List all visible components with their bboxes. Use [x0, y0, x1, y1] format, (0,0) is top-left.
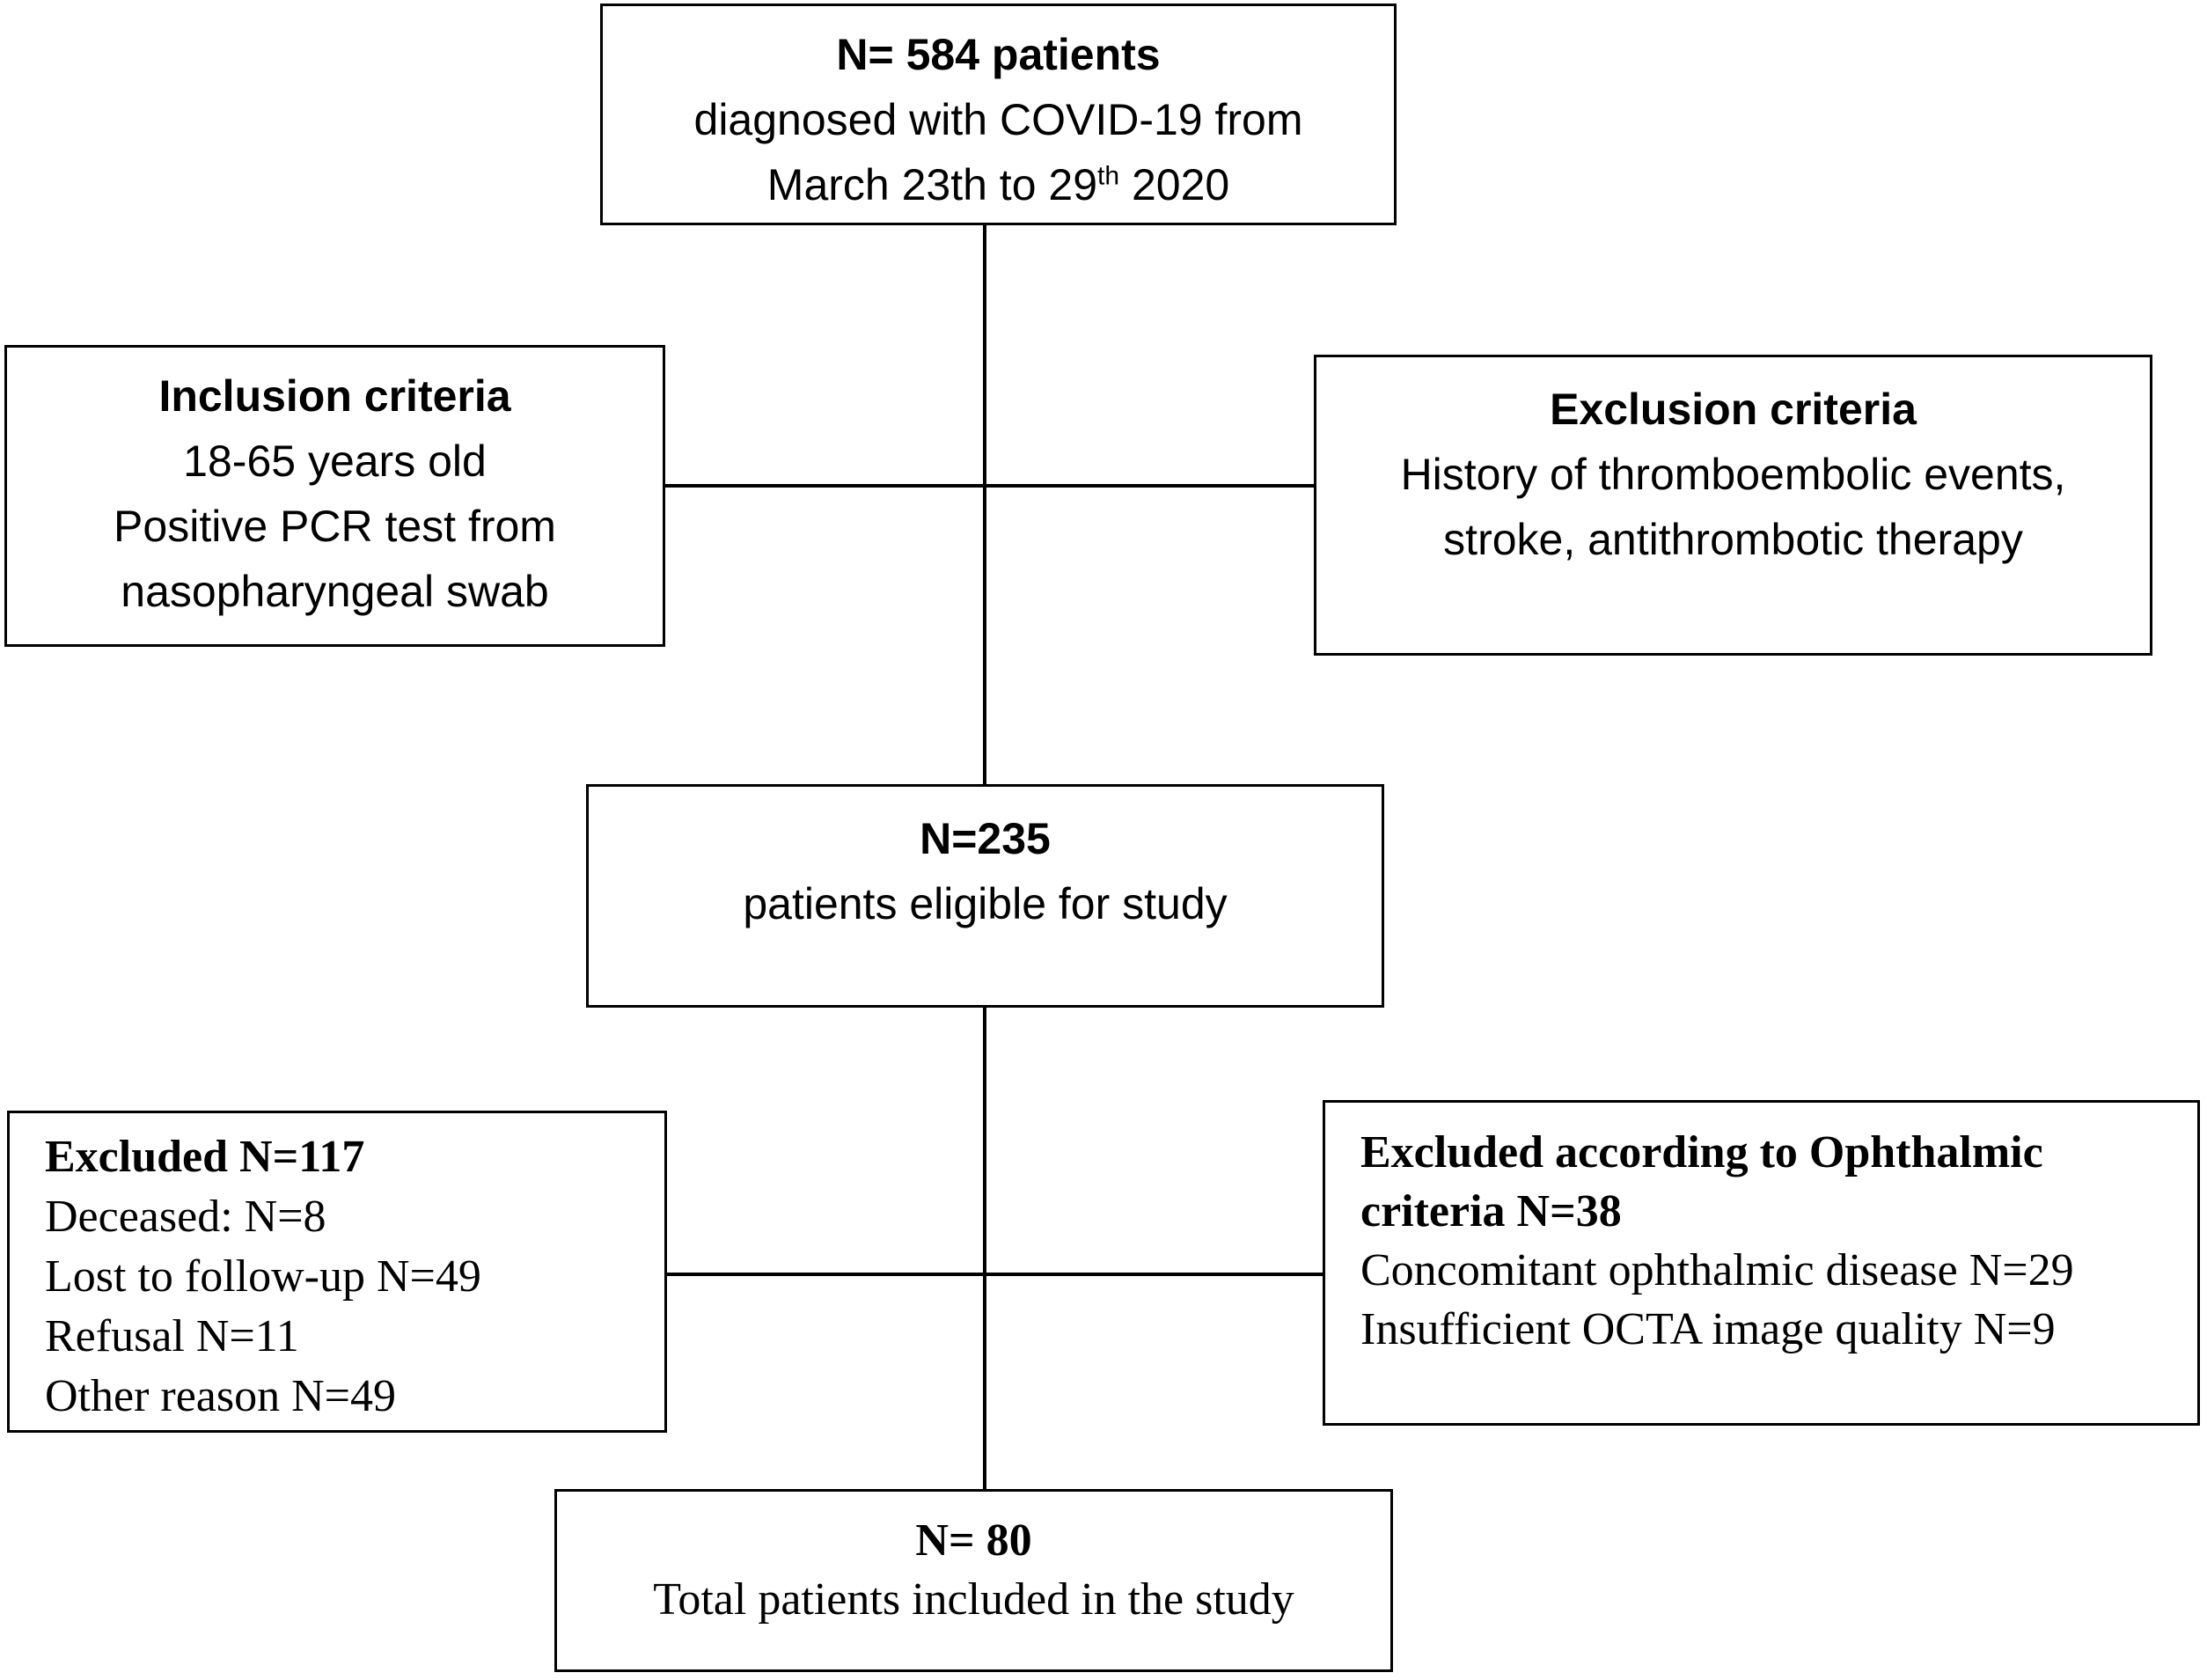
inclusion-title: Inclusion criteria	[158, 371, 511, 421]
total-count: N= 80	[915, 1515, 1032, 1566]
eligible-count: N=235	[920, 814, 1051, 863]
node-inclusion-criteria: Inclusion criteria 18-65 years old Posit…	[4, 345, 665, 647]
exclusion-criterion: stroke, antithrombotic therapy	[1443, 515, 2023, 564]
connector-horizontal-inclusion-exclusion	[665, 484, 1314, 488]
date-pre: March 23th to 29	[766, 160, 1098, 209]
node-excluded-ophthalmic: Excluded according to Ophthalmic criteri…	[1323, 1100, 2200, 1426]
node-exclusion-criteria: Exclusion criteria History of thromboemb…	[1314, 355, 2152, 656]
inclusion-criterion: Positive PCR test from	[114, 502, 556, 551]
total-description: Total patients included in the study	[653, 1574, 1294, 1625]
diagnosed-description: diagnosed with COVID-19 from	[693, 95, 1303, 144]
diagnosed-date-range: March 23th to 29th 2020	[603, 152, 1394, 217]
excluded-reason: Refusal N=11	[45, 1311, 299, 1361]
ophthalmic-reason: Insufficient OCTA image quality N=9	[1360, 1304, 2056, 1354]
node-diagnosed-patients: N= 584 patients diagnosed with COVID-19 …	[600, 4, 1397, 225]
inclusion-criterion: nasopharyngeal swab	[121, 567, 549, 616]
excluded-reason: Lost to follow-up N=49	[45, 1251, 481, 1302]
connector-vertical-diagnosed-to-eligible	[983, 225, 986, 784]
exclusion-title: Exclusion criteria	[1550, 385, 1917, 434]
diagnosed-count: N= 584 patients	[836, 30, 1161, 79]
node-eligible-patients: N=235 patients eligible for study	[586, 784, 1384, 1008]
node-excluded: Excluded N=117 Deceased: N=8 Lost to fol…	[7, 1111, 667, 1433]
node-total-included: N= 80 Total patients included in the stu…	[554, 1489, 1393, 1672]
excluded-reason: Deceased: N=8	[45, 1192, 326, 1242]
connector-vertical-eligible-to-total	[983, 1008, 986, 1489]
connector-horizontal-excluded-ophthalmic	[667, 1273, 1323, 1276]
date-ordinal-superscript: th	[1097, 161, 1120, 191]
excluded-title: Excluded N=117	[45, 1132, 365, 1182]
date-post: 2020	[1119, 160, 1230, 209]
inclusion-criterion: 18-65 years old	[183, 437, 487, 486]
ophthalmic-title-line: criteria N=38	[1360, 1186, 1622, 1236]
eligible-description: patients eligible for study	[743, 879, 1228, 928]
ophthalmic-title-line: Excluded according to Ophthalmic	[1360, 1127, 2043, 1177]
ophthalmic-reason: Concomitant ophthalmic disease N=29	[1360, 1245, 2074, 1295]
excluded-reason: Other reason N=49	[45, 1371, 396, 1421]
exclusion-criterion: History of thromboembolic events,	[1400, 450, 2066, 499]
